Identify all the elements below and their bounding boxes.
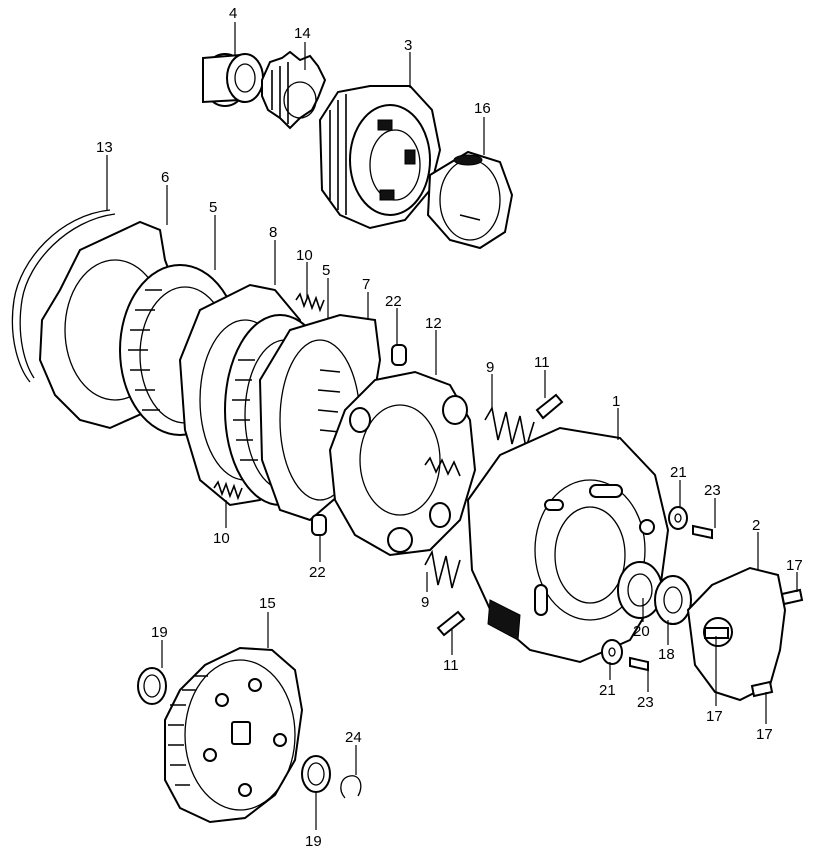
part-21-washer-right [668, 506, 688, 530]
part-15-driven-gear [164, 646, 304, 824]
part-23-screw-right [692, 524, 713, 540]
callout-23-a: 23 [704, 482, 721, 499]
callout-19-a: 19 [151, 624, 168, 641]
part-22-roller-top [391, 344, 407, 366]
part-23-screw-bottom [629, 656, 649, 672]
part-18-nut [654, 575, 692, 625]
part-11-bolt-bottom [436, 610, 466, 637]
callout-labels: 4 14 3 16 13 6 5 8 10 5 7 22 12 9 11 1 2… [96, 5, 803, 850]
callout-12: 12 [425, 315, 442, 332]
callout-5-b: 5 [322, 262, 330, 279]
callout-22-b: 22 [309, 564, 326, 581]
callout-6: 6 [161, 169, 169, 186]
callout-14: 14 [294, 25, 311, 42]
callout-2: 2 [752, 517, 760, 534]
callout-21-b: 21 [599, 682, 616, 699]
callout-7: 7 [362, 276, 370, 293]
part-10-spring-top [295, 292, 325, 313]
part-19-washer-left [137, 667, 167, 705]
part-16-collar [426, 150, 514, 250]
callout-10-b: 10 [213, 530, 230, 547]
part-2-cover-plate [686, 566, 787, 702]
part-1-clutch-drum [466, 426, 670, 664]
callout-17-a: 17 [786, 557, 803, 574]
part-20-bearing [617, 561, 663, 619]
part-21-washer-bottom [601, 639, 623, 665]
callout-17-b: 17 [706, 708, 723, 725]
callout-1: 1 [612, 393, 620, 410]
callout-8: 8 [269, 224, 277, 241]
part-9-spring-bottom [424, 549, 461, 589]
callout-21-a: 21 [670, 464, 687, 481]
callout-4: 4 [229, 5, 237, 22]
part-24-circlip [340, 775, 362, 799]
callout-10-a: 10 [296, 247, 313, 264]
callout-9-a: 9 [486, 359, 494, 376]
part-17-bolt-middle [704, 627, 729, 639]
callout-16: 16 [474, 100, 491, 117]
part-13-wire-ring [11, 209, 116, 383]
callout-17-c: 17 [756, 726, 773, 743]
leader-lines [106, 22, 798, 830]
callout-24: 24 [345, 729, 362, 746]
callout-13: 13 [96, 139, 113, 156]
part-17-bolt-top [780, 588, 804, 606]
part-17-bolt-bottom [750, 680, 774, 698]
callout-22-a: 22 [385, 293, 402, 310]
callout-23-b: 23 [637, 694, 654, 711]
part-14-gear [261, 50, 327, 130]
callout-15: 15 [259, 595, 276, 612]
callout-20: 20 [633, 623, 650, 640]
callout-11-a: 11 [534, 354, 550, 371]
part-11-bolt-top [535, 393, 564, 420]
part-12-center-hub [328, 370, 477, 557]
part-19-washer-right [301, 755, 331, 793]
callout-3: 3 [404, 37, 412, 54]
part-10-spring-bottom [213, 480, 243, 501]
part-22-roller-bottom [311, 514, 327, 536]
callout-11-b: 11 [443, 657, 459, 674]
callout-18: 18 [658, 646, 675, 663]
callout-19-b: 19 [305, 833, 322, 850]
callout-5-a: 5 [209, 199, 217, 216]
part-3-drive-gear [318, 85, 442, 230]
callout-9-b: 9 [421, 594, 429, 611]
part-4-bushing [202, 53, 264, 107]
